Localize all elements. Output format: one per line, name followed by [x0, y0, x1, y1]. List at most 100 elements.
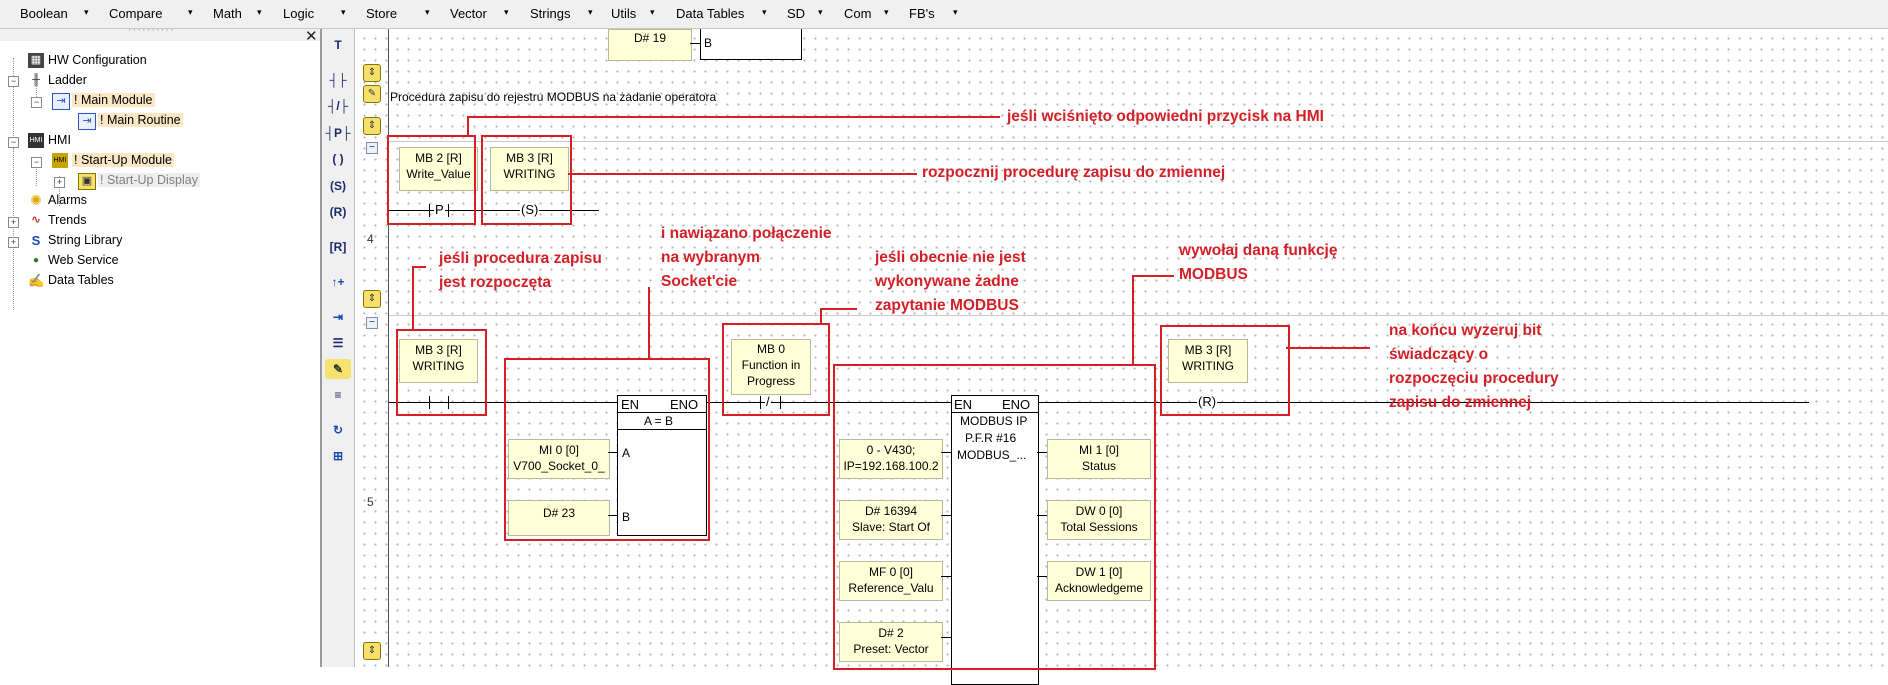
netlist-icon[interactable]: ≡ [334, 388, 342, 402]
modbus-output-ack[interactable]: DW 1 [0]Acknowledgeme [1047, 561, 1151, 601]
chevron-down-icon[interactable]: ▾ [884, 7, 889, 17]
nc-contact-symbol[interactable]: / [765, 394, 771, 409]
menu-logic[interactable]: Logic [283, 6, 315, 21]
chevron-down-icon[interactable]: ▾ [84, 7, 89, 17]
menu-store[interactable]: Store [366, 6, 398, 21]
ladder-canvas[interactable]: ⇕ ✎ ⇕ − 4 ⇕ − 5 ⇕ D# 19 B Procedura zapi… [355, 29, 1888, 685]
chevron-down-icon[interactable]: ▾ [953, 7, 958, 17]
reset-coil-symbol[interactable]: (R) [1197, 394, 1218, 409]
annotation-leader [648, 287, 650, 359]
contact-tag-label[interactable]: MB 3 [R]WRITING [399, 339, 478, 383]
rung-separator [389, 315, 1888, 316]
compare-input-a[interactable]: MI 0 [0]V700_Socket_0_ [508, 439, 610, 479]
expand-toggle[interactable]: + [8, 217, 19, 228]
insert-icon[interactable]: ⇥ [332, 310, 344, 324]
coil-tag-label[interactable]: MB 3 [R]WRITING [490, 147, 569, 191]
refresh-icon[interactable]: ↻ [332, 423, 344, 437]
rung-number: 5 [367, 495, 374, 509]
set-coil-icon[interactable]: (S) [330, 179, 346, 193]
rung-comment[interactable]: Procedura zapisu do rejestru MODBUS na ż… [390, 90, 717, 104]
collapse-toggle[interactable]: − [8, 137, 19, 148]
menu-strings[interactable]: Strings [530, 6, 571, 21]
menu-fbs[interactable]: FB's [909, 6, 935, 21]
coil-tag-label[interactable]: MB 3 [R]WRITING [1168, 339, 1248, 383]
modbus-block[interactable]: EN ENO MODBUS IP P.F.R #16 MODBUS_... [951, 395, 1039, 685]
menu-sd[interactable]: SD [787, 6, 806, 21]
increment-icon[interactable]: ↑+ [331, 275, 345, 289]
annotation-leader [467, 116, 469, 137]
tree-connector [13, 58, 14, 148]
p-contact-icon[interactable]: ┤P├ [325, 126, 351, 140]
rung-collapse-toggle[interactable]: − [366, 142, 378, 154]
comment-icon[interactable]: ✎ [325, 359, 351, 379]
function-block[interactable]: B [700, 29, 802, 60]
collapse-toggle[interactable]: − [31, 157, 42, 168]
close-icon[interactable]: ✕ [305, 28, 318, 45]
rung-number: 4 [367, 232, 374, 246]
collapse-toggle[interactable]: − [31, 97, 42, 108]
wire-tool-icon[interactable]: T [334, 38, 342, 52]
chevron-down-icon[interactable]: ▾ [504, 7, 509, 17]
subroutine-icon[interactable]: ⊞ [332, 449, 344, 463]
wire [1037, 515, 1047, 516]
set-coil-symbol[interactable]: (S) [520, 202, 540, 217]
expand-toggle[interactable]: + [8, 237, 19, 248]
annotation-leader [412, 266, 414, 330]
modbus-output-status[interactable]: MI 1 [0]Status [1047, 439, 1151, 479]
rung-comment-icon[interactable]: ✎ [363, 85, 381, 103]
menu-utils[interactable]: Utils [611, 6, 637, 21]
collapse-toggle[interactable]: − [8, 76, 19, 87]
chevron-down-icon[interactable]: ▾ [650, 7, 655, 17]
chevron-down-icon[interactable]: ▾ [818, 7, 823, 17]
hmi-icon: HMI [28, 133, 44, 148]
contact-tag-label[interactable]: MB 2 [R]Write_Value [399, 147, 478, 191]
no-contact-icon[interactable]: ┤├ [329, 73, 347, 87]
annotation-box [387, 135, 476, 225]
nc-contact-icon[interactable]: ┤/├ [327, 99, 349, 113]
reset-coil-icon[interactable]: (R) [329, 205, 347, 219]
chevron-down-icon[interactable]: ▾ [425, 7, 430, 17]
chevron-down-icon[interactable]: ▾ [341, 7, 346, 17]
contact-bar [448, 204, 449, 217]
tree-connector [36, 158, 37, 186]
chevron-down-icon[interactable]: ▾ [257, 7, 262, 17]
string-library-icon: S [31, 233, 41, 248]
menu-math[interactable]: Math [213, 6, 242, 21]
expand-toggle[interactable]: + [54, 177, 65, 188]
modbus-input-reference[interactable]: MF 0 [0]Reference_Valu [839, 561, 943, 601]
contact-bar [760, 396, 761, 409]
annotation-leader [1132, 275, 1134, 365]
chevron-down-icon[interactable]: ▾ [588, 7, 593, 17]
compare-block[interactable]: EN ENO A = B A B [617, 395, 707, 536]
list-icon[interactable]: ☰ [332, 336, 344, 350]
rung-separator [389, 141, 1888, 142]
coil-icon[interactable]: ( ) [332, 152, 344, 166]
menu-boolean[interactable]: Boolean [20, 6, 68, 21]
panel-grip[interactable]: ·········· [0, 24, 320, 41]
modbus-input-config[interactable]: 0 - V430;IP=192.168.100.2 [839, 439, 943, 479]
rung-link-icon[interactable]: ⇕ [363, 290, 381, 308]
wire [941, 576, 951, 577]
rung-link-icon[interactable]: ⇕ [363, 642, 381, 660]
menu-com[interactable]: Com [844, 6, 872, 21]
rung-collapse-toggle[interactable]: − [366, 317, 378, 329]
reset-block-icon[interactable]: [R] [329, 240, 347, 254]
rung-link-icon[interactable]: ⇕ [363, 64, 381, 82]
menu-vector[interactable]: Vector [450, 6, 487, 21]
value-box[interactable]: D# 19 [608, 29, 692, 61]
compare-input-b[interactable]: D# 23 [508, 500, 610, 536]
rung-link-icon[interactable]: ⇕ [363, 117, 381, 135]
menu-data-tables[interactable]: Data Tables [676, 6, 745, 21]
menu-compare[interactable]: Compare [109, 6, 163, 21]
data-tables-icon: ✍ [28, 273, 45, 288]
contact-bar [780, 396, 781, 409]
chevron-down-icon[interactable]: ▾ [762, 7, 767, 17]
chevron-down-icon[interactable]: ▾ [188, 7, 193, 17]
p-contact-symbol[interactable]: P [434, 202, 445, 217]
modbus-output-sessions[interactable]: DW 0 [0]Total Sessions [1047, 500, 1151, 540]
